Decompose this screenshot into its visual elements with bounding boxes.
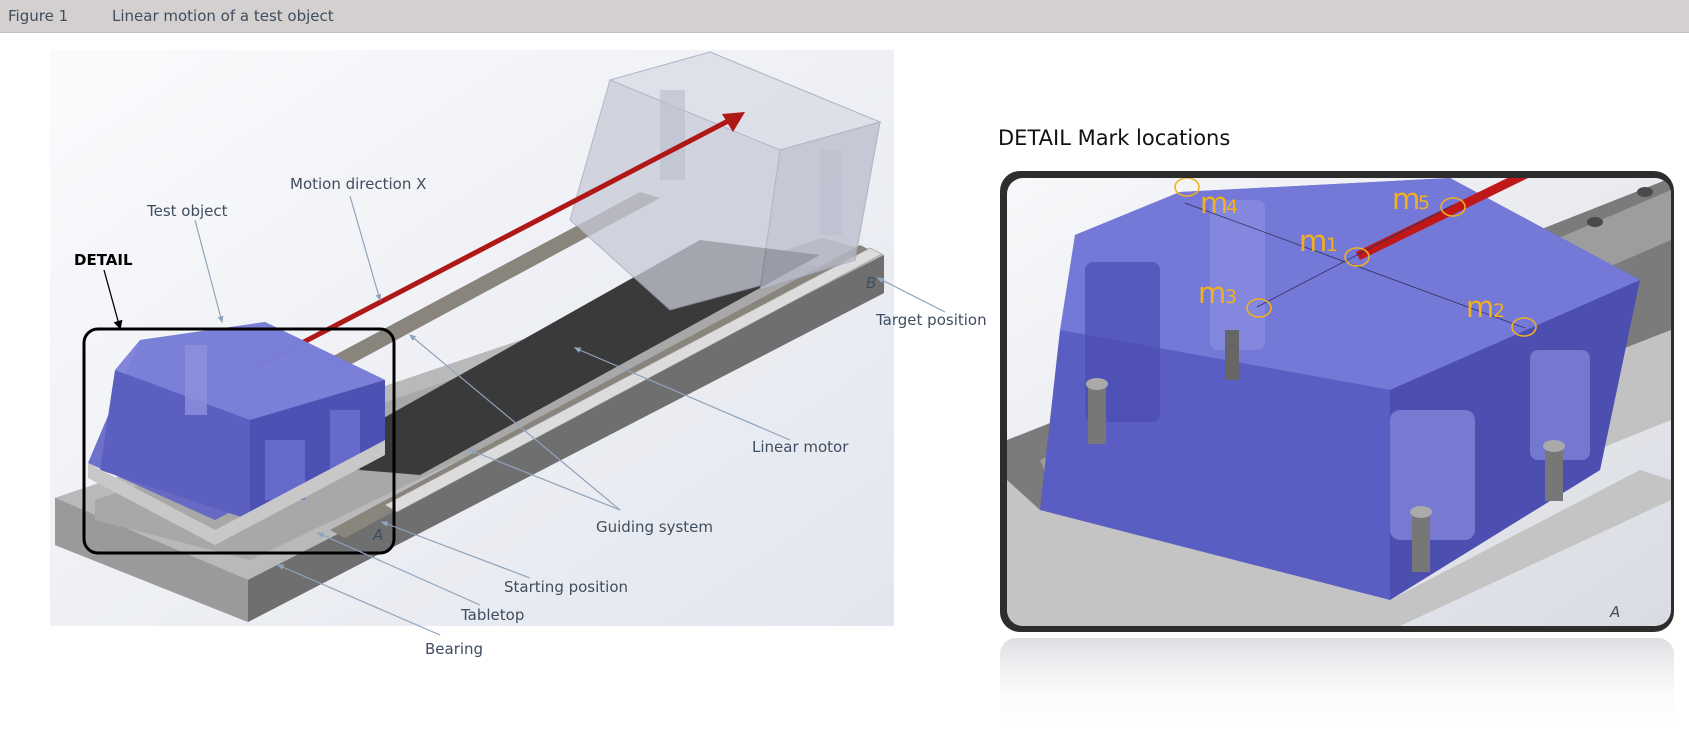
- svg-text:2: 2: [1493, 300, 1505, 322]
- svg-text:m: m: [1299, 224, 1327, 258]
- detail-callout-box: [82, 327, 396, 555]
- mark-label-m1: m 1: [1299, 224, 1338, 258]
- label-bearing: Bearing: [425, 640, 483, 658]
- mark-circle-m5: [1440, 197, 1466, 217]
- mark-circle-m1: [1344, 247, 1370, 267]
- svg-text:4: 4: [1226, 196, 1238, 218]
- label-detail: DETAIL: [74, 251, 133, 269]
- label-motion-direction: Motion direction X: [290, 175, 426, 193]
- mark-label-m4: m 4: [1200, 186, 1238, 220]
- label-target-position: Target position: [875, 311, 987, 329]
- test-object-block: [88, 322, 385, 545]
- label-starting-position: Starting position: [504, 578, 628, 596]
- mark-circle-m2: [1511, 317, 1537, 337]
- mark-label-m5: m 5: [1392, 182, 1430, 216]
- svg-text:1: 1: [1326, 234, 1338, 256]
- mark-label-m2: m 2: [1466, 290, 1505, 324]
- label-test-object: Test object: [146, 202, 228, 220]
- mark-circle-m3: [1246, 298, 1272, 318]
- model-letter-b: B: [866, 274, 876, 292]
- labels: DETAIL Test object Motion direction X Ta…: [74, 175, 987, 658]
- mark-label-m3: m 3: [1198, 276, 1237, 310]
- detail-rail-letter-a: A: [1609, 603, 1620, 621]
- label-tabletop: Tabletop: [460, 606, 524, 624]
- model-letter-a: A: [372, 526, 383, 544]
- figure-header: Figure 1 Linear motion of a test object: [0, 0, 1689, 33]
- svg-text:m: m: [1392, 182, 1420, 216]
- svg-text:m: m: [1200, 186, 1228, 220]
- label-linear-motor: Linear motor: [752, 438, 849, 456]
- svg-text:m: m: [1466, 290, 1494, 324]
- svg-text:m: m: [1198, 276, 1226, 310]
- detail-panel: A m 4 m 5 m 1 m 3 m 2: [1000, 171, 1674, 733]
- detail-panel-title: DETAIL Mark locations: [998, 126, 1230, 150]
- svg-text:3: 3: [1225, 286, 1237, 308]
- figure-number: Figure 1: [8, 7, 69, 25]
- target-ghost-block: [569, 51, 882, 311]
- model-illustration: A B: [50, 50, 894, 626]
- mark-circle-m4: [1174, 178, 1200, 197]
- leader-lines: [103, 195, 946, 636]
- svg-text:5: 5: [1418, 192, 1430, 214]
- label-guiding-system: Guiding system: [596, 518, 713, 536]
- figure-title: Linear motion of a test object: [112, 7, 334, 25]
- detail-reflection: [1000, 638, 1674, 733]
